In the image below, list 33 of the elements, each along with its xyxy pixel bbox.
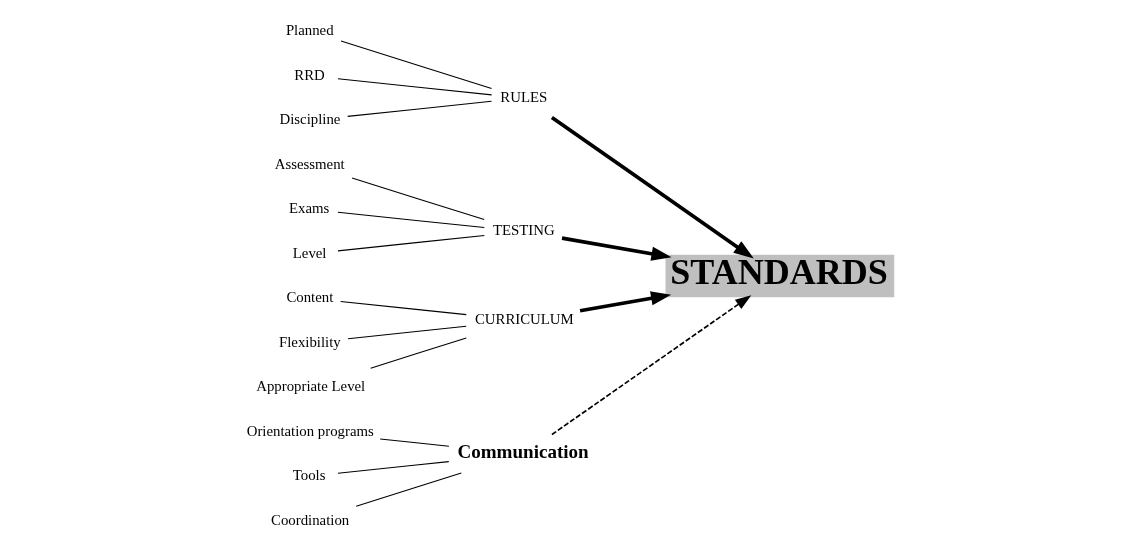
node-text: Coordination <box>270 511 349 528</box>
node-text: RRD <box>293 66 325 83</box>
connector <box>346 100 492 117</box>
connector <box>336 78 492 96</box>
node-text: Assessment <box>274 155 345 172</box>
node-text: RULES <box>499 89 547 105</box>
arrow <box>550 295 751 436</box>
arrow <box>579 291 671 313</box>
arrow <box>561 236 672 261</box>
node-text: Tools <box>292 467 325 484</box>
node-text: Orientation programs <box>246 422 374 439</box>
connector <box>336 211 485 229</box>
connector <box>379 438 449 447</box>
arrow <box>550 115 754 259</box>
node-text: Communication <box>456 440 589 462</box>
node-text: Discipline <box>279 111 340 128</box>
node-text: Content <box>285 289 333 306</box>
node-text: Appropriate Level <box>255 378 365 395</box>
node-text: Level <box>292 244 326 261</box>
connector <box>347 325 467 340</box>
connector <box>339 300 467 316</box>
connector <box>369 337 467 369</box>
node-text: Planned <box>285 22 334 39</box>
node-text: CURRICULUM <box>474 311 574 328</box>
node-text: TESTING <box>492 222 555 239</box>
connector <box>336 461 449 474</box>
node-text: Exams <box>288 200 329 217</box>
node-box: STANDARDS <box>665 254 894 298</box>
connector <box>336 234 485 252</box>
connector <box>351 177 485 221</box>
connector <box>355 472 462 507</box>
connector <box>340 40 492 89</box>
node-text: Flexibility <box>278 333 341 350</box>
